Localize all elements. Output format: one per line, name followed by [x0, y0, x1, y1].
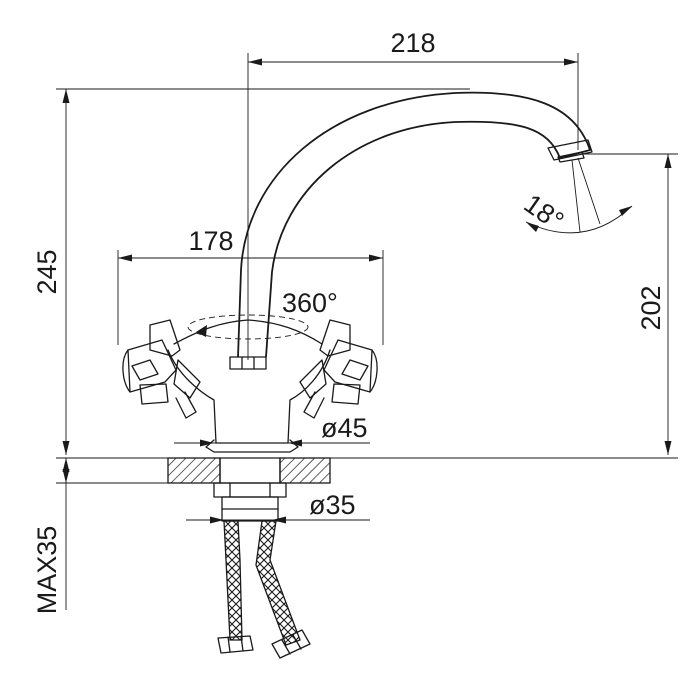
faucet-spout: [237, 91, 593, 358]
dimension-218-label: 218: [390, 28, 435, 58]
dimension-max35: MAX35: [32, 458, 70, 614]
dimension-202: 202: [584, 153, 678, 455]
right-cross-handle: [299, 319, 378, 419]
dimension-d35: ø35: [186, 490, 370, 524]
mounting-shank: [213, 482, 287, 522]
dimension-218: 218: [247, 28, 579, 360]
countertop-section: [167, 457, 331, 484]
hose-left-nut: [217, 635, 254, 654]
dimension-d35-label: ø35: [309, 490, 356, 520]
dimension-245-label: 245: [32, 249, 62, 294]
dimension-d45: ø45: [174, 413, 370, 447]
braided-hoses: [223, 520, 301, 646]
swivel-360-indicator: 360°: [187, 288, 338, 340]
faucet-body: [167, 319, 331, 453]
dimension-178-label: 178: [188, 226, 233, 256]
dimension-18-degree: 18°: [519, 157, 633, 236]
left-cross-handle: [122, 319, 201, 419]
dimension-18-label: 18°: [519, 188, 570, 236]
hose-right-nut: [271, 629, 311, 659]
dimension-d45-label: ø45: [321, 413, 368, 443]
dimension-178: 178: [117, 226, 384, 345]
swivel-360-label: 360°: [282, 288, 338, 318]
dimension-245: 245: [32, 88, 470, 455]
dimension-max35-label: MAX35: [32, 526, 62, 615]
dimension-202-label: 202: [636, 285, 666, 330]
